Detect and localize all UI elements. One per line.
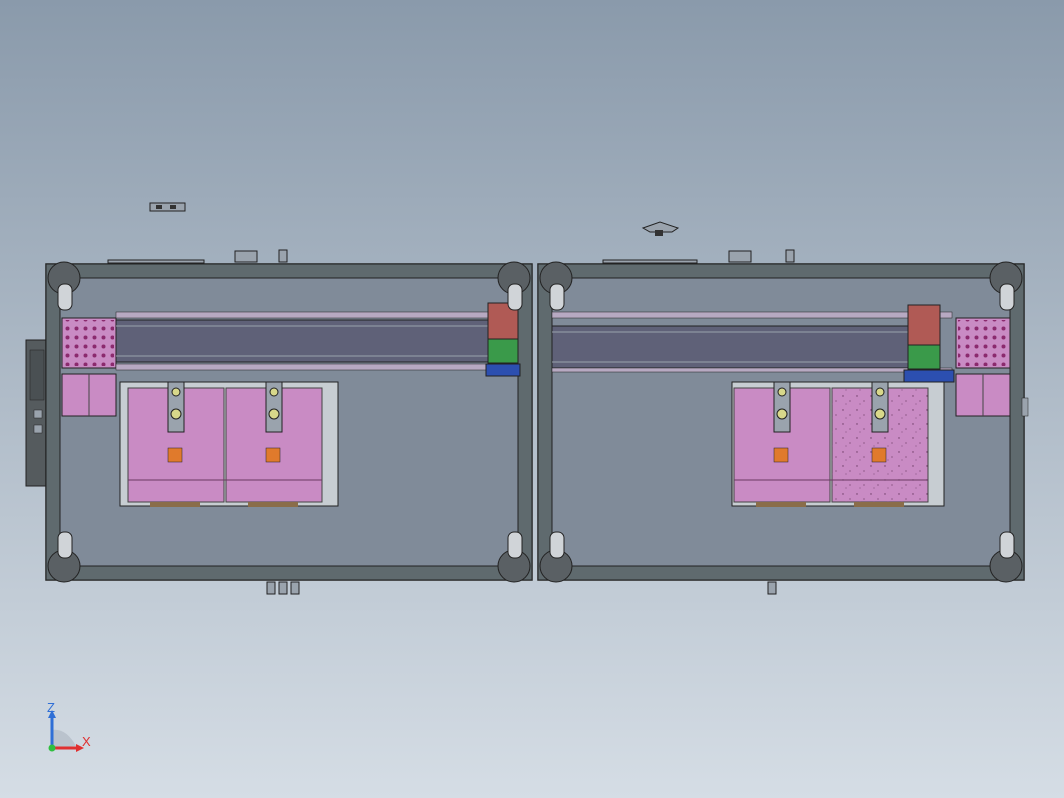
right-bottom-clip — [767, 581, 777, 595]
left-caster-tl — [47, 261, 81, 311]
z-axis-label: Z — [47, 700, 55, 715]
right-caster-tr — [989, 261, 1023, 311]
left-nozzle-1 — [167, 381, 185, 463]
left-caster-br — [497, 531, 531, 583]
axis-triad: Z X — [47, 700, 91, 752]
left-motor-green — [487, 338, 519, 364]
right-nozzle-1 — [773, 381, 791, 463]
left-caster-tr — [497, 261, 531, 311]
floating-part-1 — [149, 202, 186, 212]
left-module[interactable] — [25, 261, 533, 595]
top-clips — [107, 249, 795, 264]
left-bottom-clips — [266, 581, 300, 595]
right-module[interactable] — [537, 261, 1029, 595]
right-caster-bl — [539, 531, 573, 583]
left-conveyor — [115, 319, 489, 363]
right-caster-tl — [539, 261, 573, 311]
floating-part-2 — [641, 221, 680, 236]
x-axis-label: X — [82, 734, 91, 749]
right-motor-red — [907, 304, 941, 346]
right-caster-br — [989, 531, 1023, 583]
left-nozzle-2 — [265, 381, 283, 463]
right-motor-green — [907, 344, 941, 370]
right-nozzle-2 — [871, 381, 889, 463]
left-caster-bl — [47, 531, 81, 583]
